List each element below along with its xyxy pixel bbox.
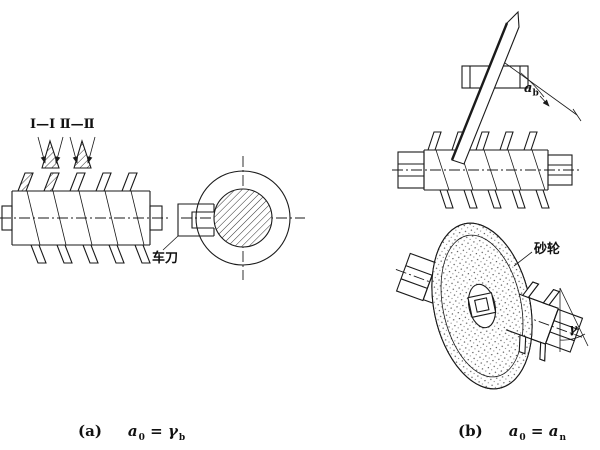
blade-angle-sub: b xyxy=(532,88,539,99)
caption-a-rhs: γ xyxy=(167,422,178,440)
tool-leader-line xyxy=(162,235,179,251)
caption-b-rhs-sub: n xyxy=(559,433,567,443)
caption-b-lhs: a xyxy=(508,422,519,440)
worm-blade-view xyxy=(392,10,582,209)
caption-a: (a) a0 = γb xyxy=(78,424,185,443)
worm-side-view xyxy=(0,172,168,264)
grinding-blade xyxy=(450,10,520,165)
caption-b-rhs: a xyxy=(548,422,559,440)
grinding-wheel xyxy=(431,222,533,390)
caption-a-rhs-sub: b xyxy=(178,433,186,443)
gamma-angle-label: γ xyxy=(569,322,578,337)
turning-tool xyxy=(162,203,215,251)
caption-b: (b)a0 = an xyxy=(458,424,566,443)
grinding-wheel-label: 砂轮 xyxy=(534,242,561,257)
blade-angle-base: a xyxy=(524,81,533,96)
front-threads xyxy=(505,281,561,362)
caption-a-eq: = xyxy=(150,422,163,440)
caption-b-tag: (b) xyxy=(458,422,483,440)
caption-a-lhs-sub: 0 xyxy=(138,433,145,443)
section-wedges xyxy=(37,136,96,169)
blade-angle-label: ab xyxy=(524,82,539,99)
section-label: Ⅰ—Ⅰ Ⅱ—Ⅱ xyxy=(30,117,95,132)
worm-wheel-assembly xyxy=(395,222,589,390)
wheel-leader-line xyxy=(513,251,533,267)
caption-a-tag: (a) xyxy=(78,422,102,440)
caption-a-lhs: a xyxy=(127,422,138,440)
gamma-angle-lines xyxy=(559,287,589,352)
caption-b-lhs-sub: 0 xyxy=(519,433,526,443)
turning-tool-label: 车刀 xyxy=(152,251,179,266)
caption-b-eq: = xyxy=(530,422,544,440)
worm-end-view xyxy=(181,156,305,280)
blade-angle-lines xyxy=(504,62,582,122)
